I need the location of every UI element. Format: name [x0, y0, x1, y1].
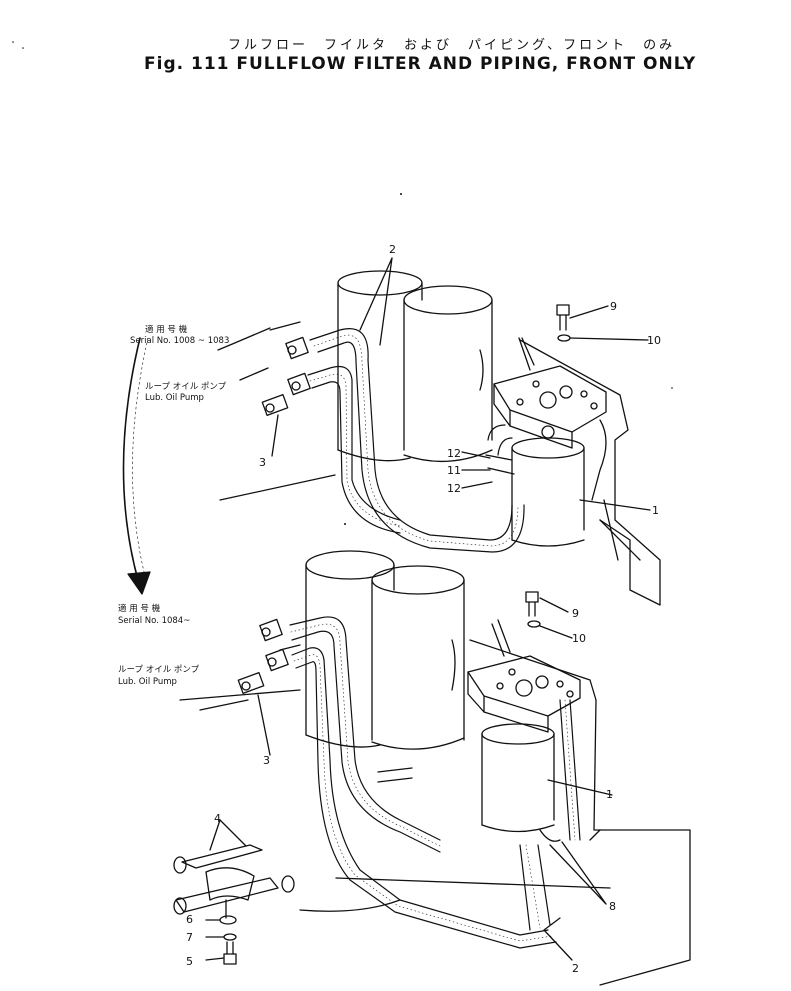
lower-engine-outline — [469, 639, 691, 986]
callout-8: 8 — [609, 900, 616, 913]
upper-fitting-3 — [261, 394, 289, 416]
lower-fitting-mid — [265, 648, 289, 672]
lower-pipe-clamp — [377, 767, 413, 783]
callout-2-lower: 2 — [572, 962, 579, 975]
upper-pump-jp: ループ オイル ポンプ — [145, 382, 227, 392]
callout-10-lower: 10 — [572, 632, 586, 645]
callout-6: 6 — [186, 913, 193, 926]
upper-bolt-9 — [556, 304, 570, 331]
washer-6 — [219, 915, 237, 925]
upper-clamp-11 — [485, 454, 515, 475]
callout-3-lower: 3 — [263, 754, 270, 767]
upper-leader-2 — [359, 257, 393, 346]
upper-pipe-a — [309, 328, 525, 553]
lower-pump-label: Lub. Oil Pump — [118, 677, 177, 687]
lower-second-canister — [371, 565, 465, 750]
upper-fitting-top — [285, 336, 309, 360]
lower-filter-element — [481, 723, 561, 842]
callout-1-upper: 1 — [652, 504, 659, 517]
upper-applicability-jp: 適 用 号 機 — [145, 324, 188, 335]
upper-pipe-b — [307, 365, 401, 534]
callout-11: 11 — [447, 464, 461, 477]
lower-applicability-jp: 適 用 号 機 — [118, 603, 161, 614]
callout-9-lower: 9 — [572, 607, 579, 620]
callout-3-upper: 3 — [259, 456, 266, 469]
callout-12-upper-a: 12 — [447, 447, 461, 460]
sequence-arrow — [122, 337, 141, 581]
figure-title-japanese: フルフロー フイルタ および パイピング、フロント のみ — [228, 38, 676, 53]
lower-pipe-b — [291, 647, 557, 949]
callout-12-upper-b: 12 — [447, 482, 461, 495]
lower-fitting-3 — [237, 672, 265, 694]
lower-serial-range: Serial No. 1084~ — [118, 616, 190, 626]
callout-2-upper: 2 — [389, 243, 396, 256]
lower-bolt-9 — [525, 591, 539, 617]
clamp-assembly-4 — [173, 844, 295, 919]
scan-specks — [12, 41, 673, 525]
upper-pipe-c — [487, 424, 513, 456]
lockwasher-7 — [223, 933, 237, 941]
lower-pipe-a — [289, 616, 441, 853]
bolt-5 — [223, 941, 237, 965]
upper-large-canister — [337, 270, 423, 462]
callout-7: 7 — [186, 931, 193, 944]
lower-fitting-top — [259, 618, 283, 642]
upper-filter-element — [511, 437, 585, 547]
callout-1-lower: 1 — [606, 788, 613, 801]
callout-9-upper: 9 — [610, 300, 617, 313]
lower-pipe-c — [519, 699, 581, 931]
callout-4: 4 — [214, 812, 221, 825]
lower-washer-10 — [527, 620, 541, 628]
lower-filter-head — [467, 655, 581, 733]
upper-serial-range: Serial No. 1008 ~ 1083 — [130, 336, 229, 346]
lower-pump-jp: ループ オイル ポンプ — [118, 665, 200, 675]
callout-5: 5 — [186, 955, 193, 968]
figure-title: Fig. 111 FULLFLOW FILTER AND PIPING, FRO… — [144, 54, 697, 74]
upper-pump-label: Lub. Oil Pump — [145, 393, 204, 403]
upper-second-canister — [403, 285, 493, 463]
upper-fitting-mid — [287, 372, 311, 396]
upper-washer-10 — [557, 334, 571, 342]
upper-engine-outline — [519, 339, 661, 606]
callout-10-upper: 10 — [647, 334, 661, 347]
